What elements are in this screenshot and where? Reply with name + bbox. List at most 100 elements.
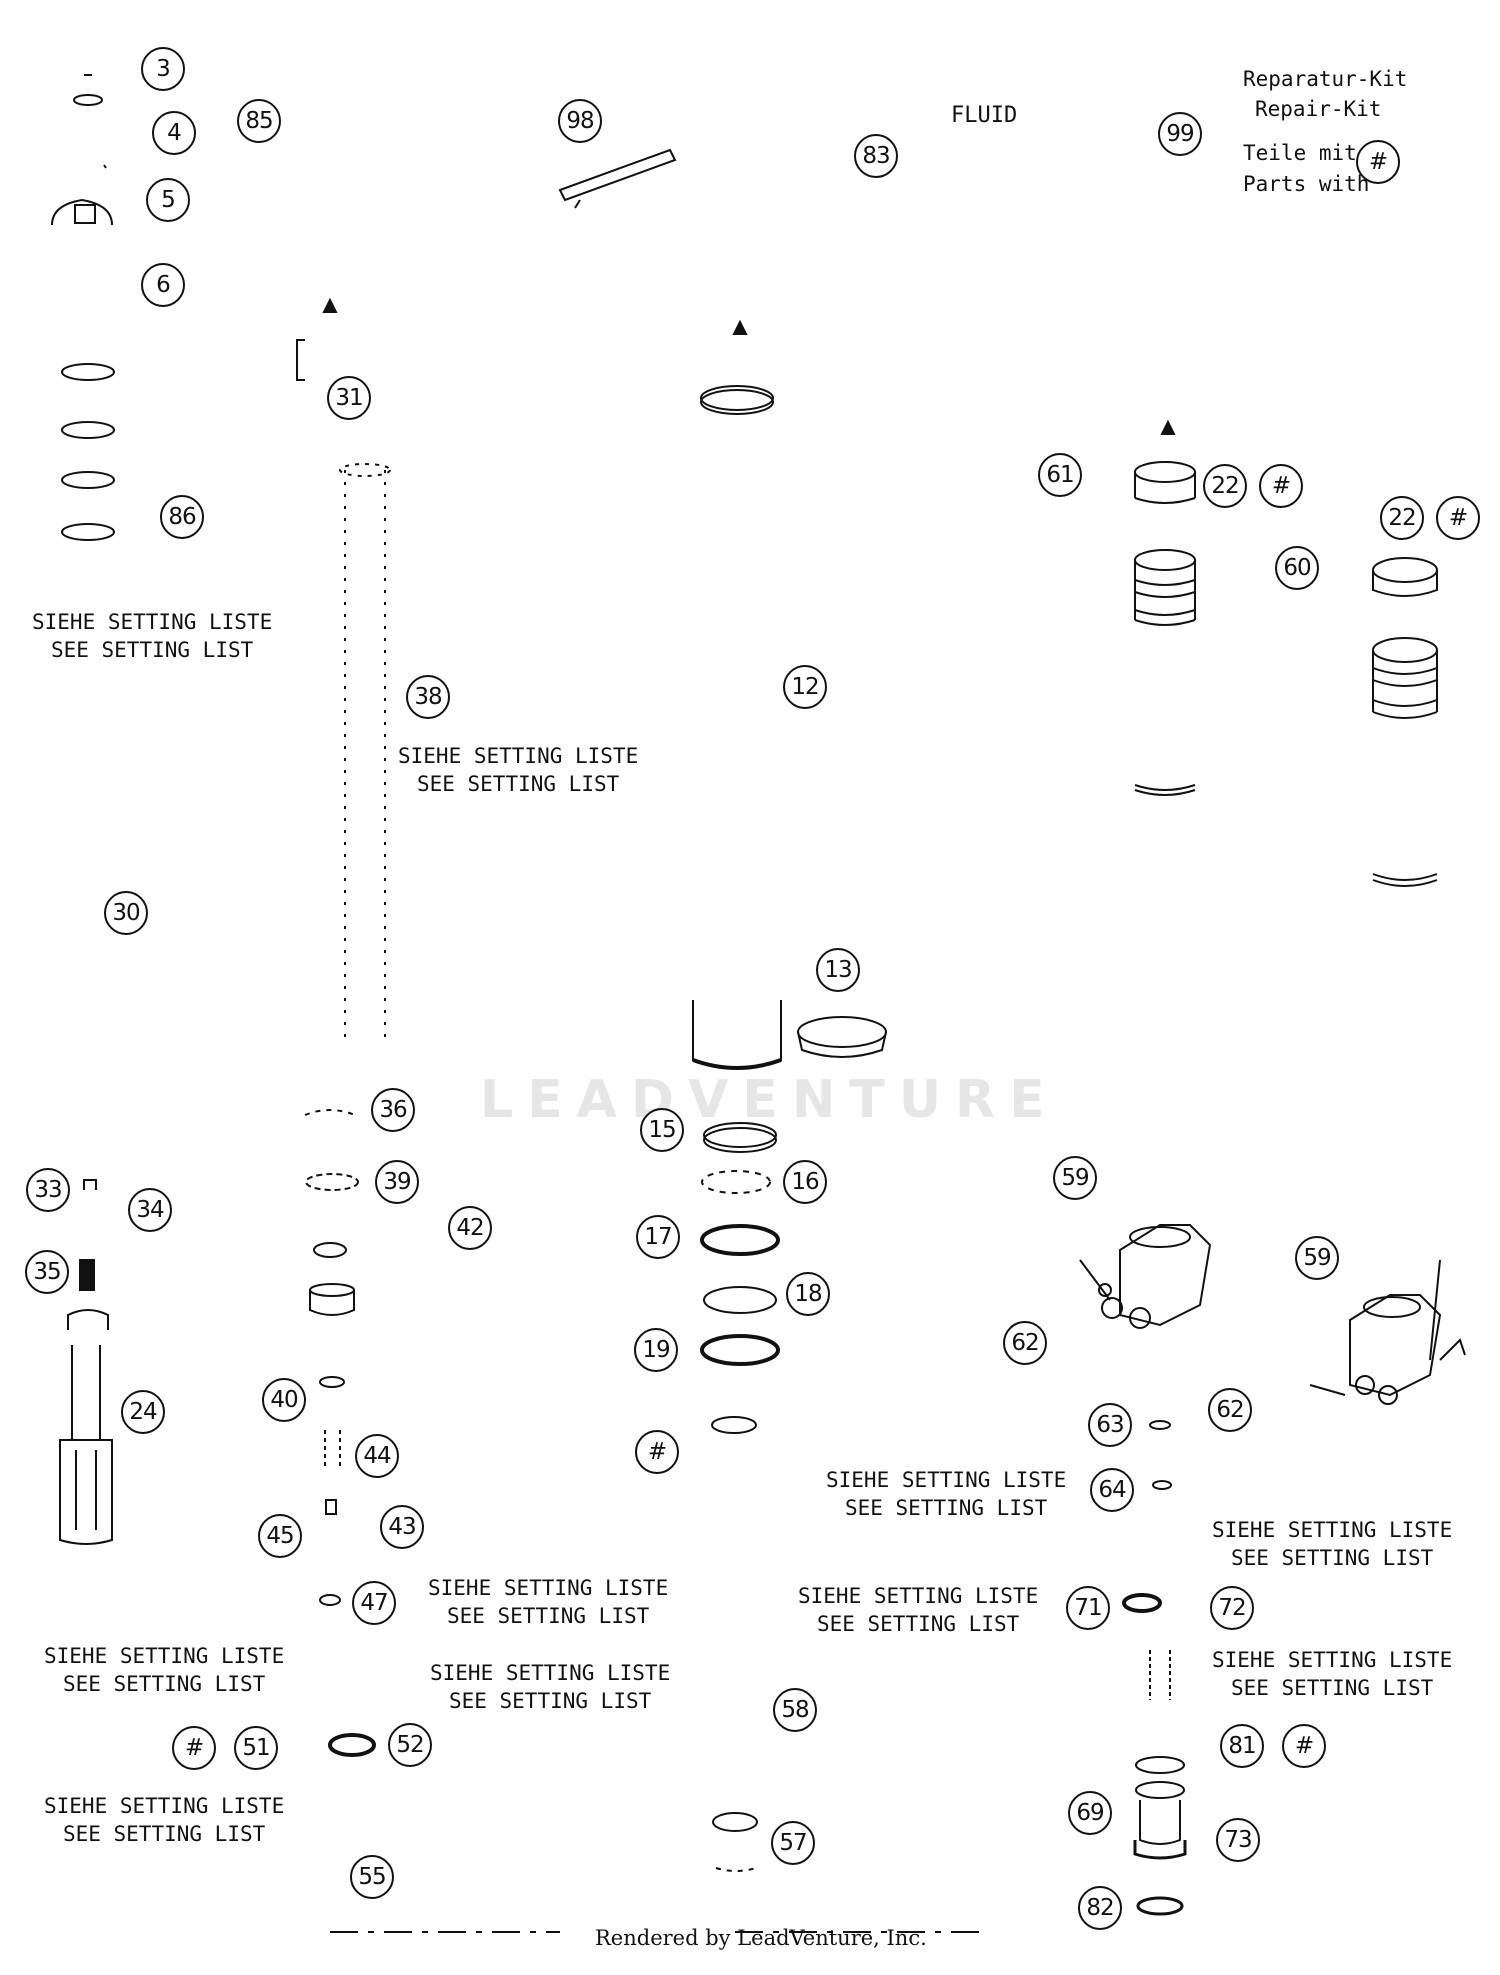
callout-30[interactable]: 30: [104, 891, 148, 935]
callout-4[interactable]: 4: [152, 111, 196, 155]
callout-36[interactable]: 36: [371, 1088, 415, 1132]
part-3-4-5-drawing: [51, 74, 113, 226]
callout-40[interactable]: 40: [262, 1378, 306, 1422]
callout-18[interactable]: 18: [786, 1272, 830, 1316]
callout-12[interactable]: 12: [783, 665, 827, 709]
part-59-clamp-right: [1309, 1259, 1466, 1405]
part-59-clamp-left: [1079, 1224, 1212, 1329]
callout-45[interactable]: 45: [258, 1514, 302, 1558]
callout-33[interactable]: 33: [26, 1168, 70, 1212]
callout-59-right[interactable]: 59: [1295, 1236, 1339, 1280]
setting-note-de: SIEHE SETTING LISTE: [44, 1794, 285, 1818]
setting-note: SIEHE SETTING LISTE SEE SETTING LIST: [428, 1574, 668, 1630]
callout-15[interactable]: 15: [640, 1108, 684, 1152]
part-69-73-drawing: [1133, 1756, 1187, 1916]
callout-35[interactable]: 35: [25, 1250, 69, 1294]
callout-17[interactable]: 17: [636, 1215, 680, 1259]
callout-62[interactable]: 62: [1003, 1321, 1047, 1365]
callout-99[interactable]: 99: [1158, 112, 1202, 156]
setting-note: SIEHE SETTING LISTE SEE SETTING LIST: [398, 742, 638, 798]
setting-note-en: SEE SETTING LIST: [416, 772, 620, 796]
callout-44[interactable]: 44: [355, 1434, 399, 1478]
repair-kit-line3: Teile mit: [1243, 141, 1357, 165]
callout-83[interactable]: 83: [854, 134, 898, 178]
callout-61[interactable]: 61: [1038, 453, 1082, 497]
setting-note-de: SIEHE SETTING LISTE: [428, 1576, 669, 1600]
callout-63[interactable]: 63: [1088, 1403, 1132, 1447]
setting-note: SIEHE SETTING LISTE SEE SETTING LIST: [1212, 1516, 1452, 1572]
setting-note-de: SIEHE SETTING LISTE: [32, 610, 273, 634]
callout-55[interactable]: 55: [350, 1855, 394, 1899]
callout-51-hash[interactable]: #: [172, 1726, 216, 1770]
setting-note: SIEHE SETTING LISTE SEE SETTING LIST: [1212, 1646, 1452, 1702]
callout-86[interactable]: 86: [160, 495, 204, 539]
setting-note-de: SIEHE SETTING LISTE: [398, 744, 639, 768]
callout-98[interactable]: 98: [558, 99, 602, 143]
callout-81[interactable]: 81: [1220, 1724, 1264, 1768]
setting-note-de: SIEHE SETTING LISTE: [798, 1584, 1039, 1608]
setting-note-en: SEE SETTING LIST: [62, 1672, 266, 1696]
setting-note-en: SEE SETTING LIST: [50, 638, 254, 662]
callout-16[interactable]: 16: [783, 1160, 827, 1204]
setting-note: SIEHE SETTING LISTE SEE SETTING LIST: [44, 1792, 284, 1848]
callout-22-right[interactable]: 22: [1380, 496, 1424, 540]
setting-note: SIEHE SETTING LISTE SEE SETTING LIST: [32, 608, 272, 664]
callout-13[interactable]: 13: [816, 948, 860, 992]
setting-note-en: SEE SETTING LIST: [446, 1604, 650, 1628]
setting-note-de: SIEHE SETTING LISTE: [44, 1644, 285, 1668]
fluid-label: FLUID: [951, 103, 1018, 128]
footer-credit: Rendered by LeadVenture, Inc.: [595, 1926, 927, 1950]
part-22-cartridge-right: [1372, 557, 1438, 887]
callout-82[interactable]: 82: [1078, 1886, 1122, 1930]
callout-5[interactable]: 5: [146, 178, 190, 222]
setting-note-en: SEE SETTING LIST: [1230, 1676, 1434, 1700]
callout-73[interactable]: 73: [1216, 1818, 1260, 1862]
setting-note: SIEHE SETTING LISTE SEE SETTING LIST: [798, 1582, 1038, 1638]
callout-64[interactable]: 64: [1090, 1468, 1134, 1512]
callout-34[interactable]: 34: [128, 1188, 172, 1232]
watermark: LEADVENTURE: [480, 1070, 1059, 1130]
callout-51[interactable]: 51: [234, 1726, 278, 1770]
callout-81-hash[interactable]: #: [1282, 1724, 1326, 1768]
callout-69[interactable]: 69: [1068, 1791, 1112, 1835]
callout-repair-kit-hash[interactable]: #: [1356, 140, 1400, 184]
callout-22[interactable]: 22: [1203, 464, 1247, 508]
setting-note-en: SEE SETTING LIST: [816, 1612, 1020, 1636]
callout-3[interactable]: 3: [141, 47, 185, 91]
callout-6[interactable]: 6: [141, 263, 185, 307]
callout-42[interactable]: 42: [448, 1206, 492, 1250]
callout-47[interactable]: 47: [352, 1581, 396, 1625]
callout-62-right[interactable]: 62: [1208, 1388, 1252, 1432]
callout-59[interactable]: 59: [1053, 1156, 1097, 1200]
setting-note-de: SIEHE SETTING LISTE: [1212, 1518, 1453, 1542]
part-98-drawing: [558, 148, 677, 209]
callout-24[interactable]: 24: [121, 1390, 165, 1434]
setting-note: SIEHE SETTING LISTE SEE SETTING LIST: [826, 1466, 1066, 1522]
part-30-tube: [344, 470, 386, 1040]
callout-60[interactable]: 60: [1275, 546, 1319, 590]
setting-note: SIEHE SETTING LISTE SEE SETTING LIST: [44, 1642, 284, 1698]
callout-39[interactable]: 39: [375, 1160, 419, 1204]
callout-57[interactable]: 57: [771, 1821, 815, 1865]
callout-52[interactable]: 52: [388, 1723, 432, 1767]
repair-kit-line4: Parts with: [1243, 172, 1370, 196]
setting-note-en: SEE SETTING LIST: [62, 1822, 266, 1846]
callout-85[interactable]: 85: [237, 99, 281, 143]
callout-31[interactable]: 31: [327, 376, 371, 420]
callout-19[interactable]: 19: [634, 1328, 678, 1372]
callout-19-hash[interactable]: #: [635, 1430, 679, 1474]
repair-kit-line1: Reparatur-Kit: [1243, 67, 1408, 91]
callout-43[interactable]: 43: [380, 1505, 424, 1549]
setting-note: SIEHE SETTING LISTE SEE SETTING LIST: [430, 1659, 670, 1715]
part-60-61-cartridge: [1134, 461, 1196, 796]
callout-38[interactable]: 38: [406, 675, 450, 719]
setting-note-en: SEE SETTING LIST: [448, 1689, 652, 1713]
setting-note-en: SEE SETTING LIST: [1230, 1546, 1434, 1570]
callout-22-right-hash[interactable]: #: [1436, 496, 1480, 540]
callout-58[interactable]: 58: [773, 1688, 817, 1732]
callout-72[interactable]: 72: [1210, 1586, 1254, 1630]
callout-71[interactable]: 71: [1066, 1586, 1110, 1630]
callout-22-hash[interactable]: #: [1259, 464, 1303, 508]
